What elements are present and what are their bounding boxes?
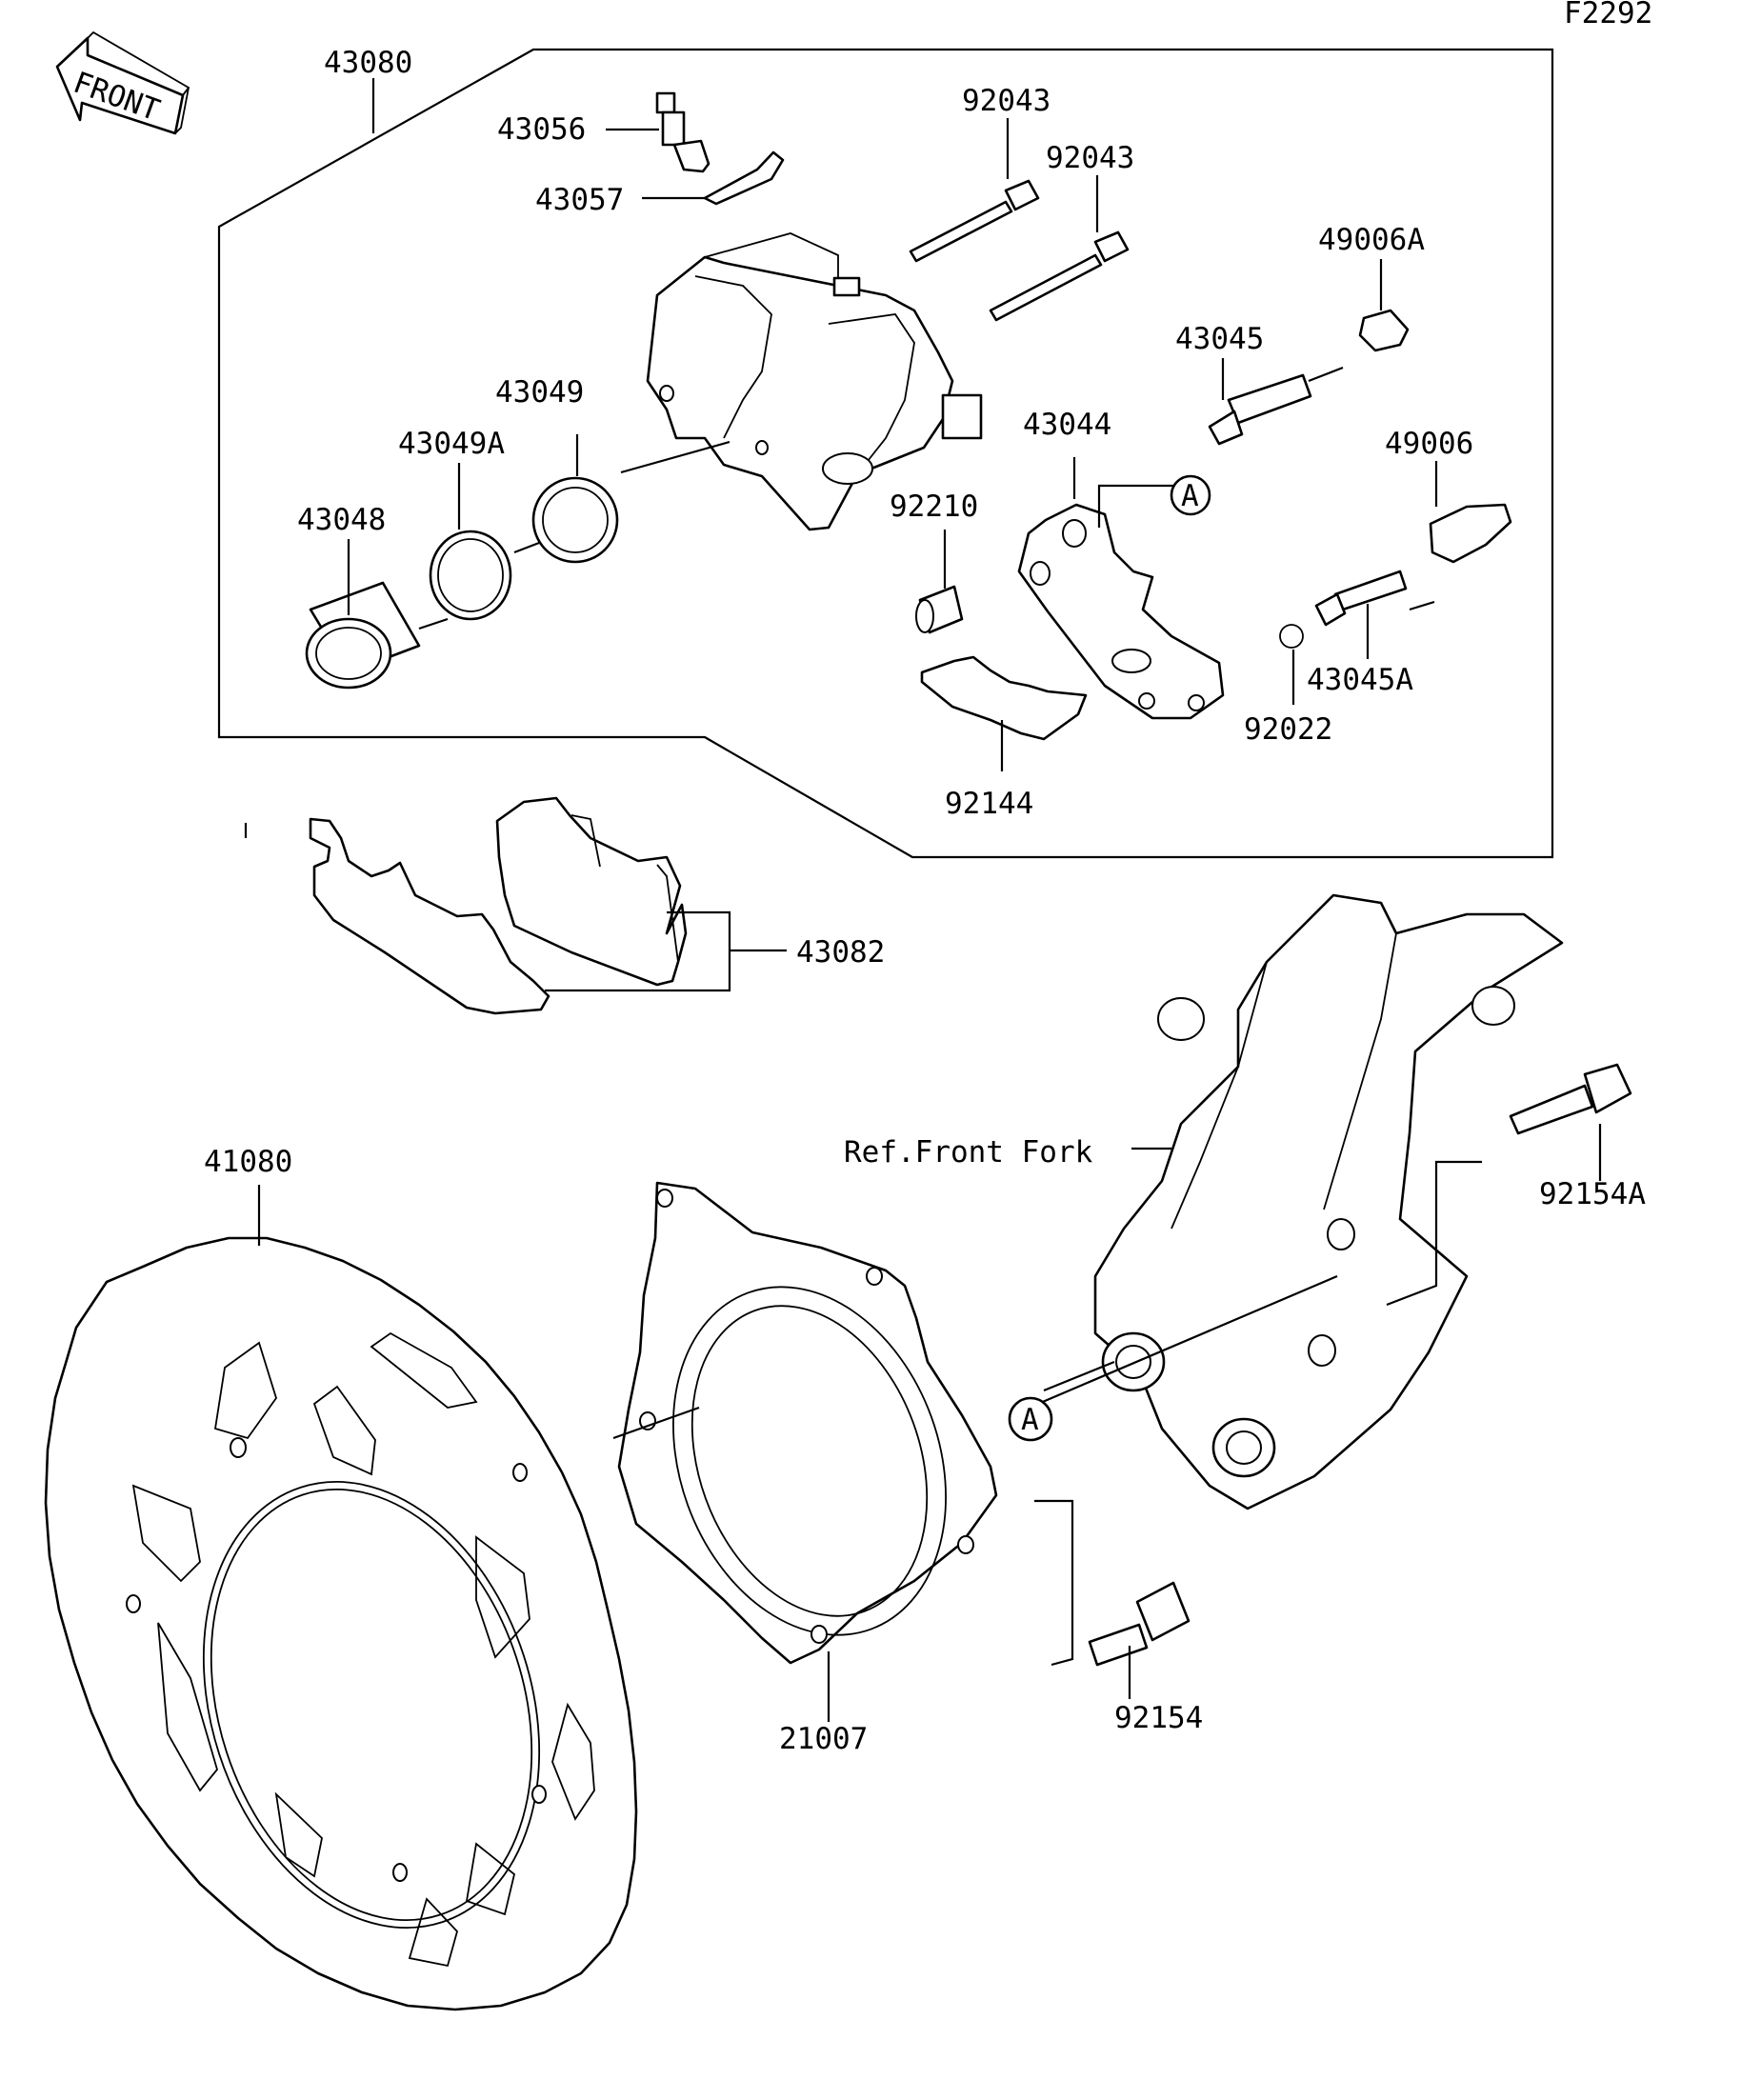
abs-rotor-part [617,1181,998,1665]
seal-dust-part [531,476,619,564]
callout-41080: 41080 [204,1145,292,1179]
callout-labels: 43080 43056 43057 92043 92043 49006A 430… [204,46,1646,1756]
bracket-part [1017,503,1225,720]
sleeve-part [915,585,964,634]
ref-marker-lower: A [1008,1396,1053,1442]
callout-43044: 43044 [1023,408,1111,442]
boot-small-part [1429,503,1512,564]
piston-part [305,581,421,690]
callout-92022: 92022 [1244,712,1332,747]
callout-43056: 43056 [497,112,586,147]
brake-disc-part [44,1236,638,2011]
bleeder-valve-part [655,91,710,173]
callout-43049A: 43049A [398,427,505,461]
callout-43045: 43045 [1175,322,1264,356]
callout-92154A: 92154A [1539,1177,1646,1211]
callout-49006: 49006 [1385,427,1473,461]
pin-upper-part [909,179,1040,263]
callout-92210: 92210 [890,490,978,524]
callout-92043-lower: 92043 [1046,141,1134,175]
ref-marker-lower-label: A [1021,1403,1039,1437]
seal-piston-part [429,530,512,621]
pin-slide-b-part [1314,570,1408,627]
pin-slide-part [1208,373,1312,446]
brake-pad-front-part [309,817,550,1015]
bleeder-cap-part [703,150,785,206]
front-arrow-icon: FRONT [55,30,190,135]
caliper-assembly-frame [217,48,1554,859]
callout-43080: 43080 [324,46,412,80]
callout-92043-upper: 92043 [962,84,1051,118]
callout-43082: 43082 [796,935,885,970]
brake-pad-rear-part [495,796,688,987]
pad-spring-part [920,655,1088,741]
bolt-caliper-part [1509,1063,1632,1135]
ref-marker-upper: A [1170,474,1211,516]
callout-92144: 92144 [945,787,1033,821]
bolt-disc-part [1088,1581,1191,1667]
callout-43048: 43048 [297,503,386,537]
figure-code: F2292 [1564,0,1652,30]
leader-lines [244,78,1602,1722]
front-fork-part [1093,893,1564,1510]
callout-21007: 21007 [779,1722,868,1756]
callout-43057: 43057 [535,183,624,217]
callout-43049: 43049 [495,375,584,410]
ref-front-fork-note: Ref.Front Fork [844,1135,1093,1170]
ref-marker-upper-label: A [1181,479,1199,513]
caliper-body-part [646,232,983,531]
circlip-part [1279,624,1304,649]
boot-large-part [1358,309,1410,352]
pin-lower-part [989,230,1130,322]
callout-49006A: 49006A [1318,223,1425,257]
callout-92154: 92154 [1114,1701,1203,1735]
callout-43045A: 43045A [1307,663,1413,697]
